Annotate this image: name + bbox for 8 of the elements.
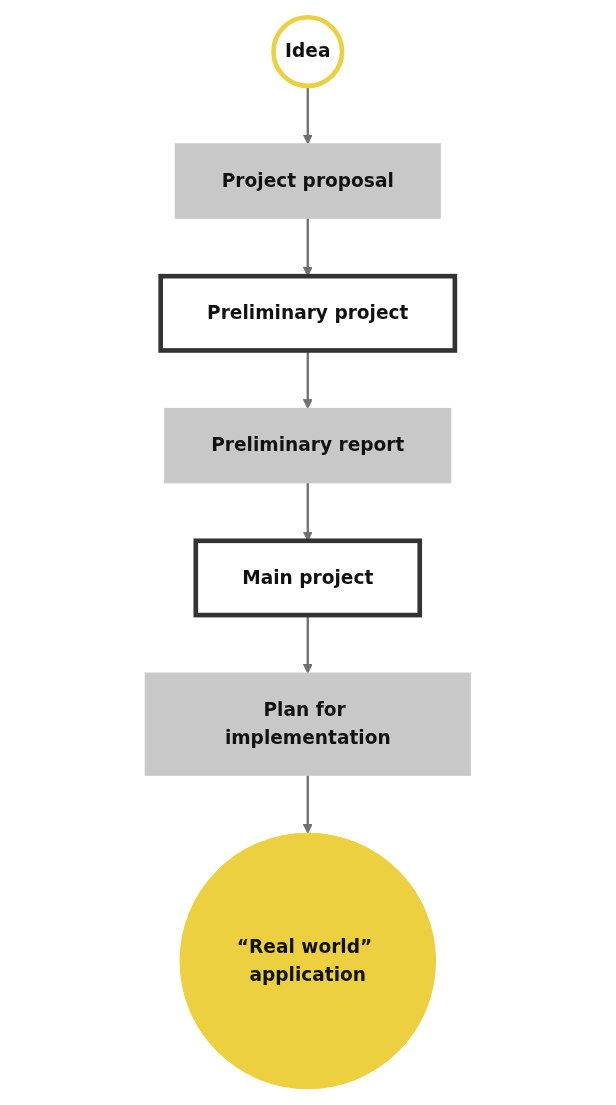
arrow [302, 774, 314, 834]
node-box: Project proposal [174, 142, 441, 219]
node-box: Plan for implementation [144, 672, 472, 776]
node-circle: Idea [271, 14, 345, 88]
node-box: Main project [193, 538, 423, 617]
node-box: Preliminary project [158, 273, 458, 353]
node-box: Preliminary report [164, 407, 452, 483]
node-circle: “Real world” application [179, 832, 437, 1089]
